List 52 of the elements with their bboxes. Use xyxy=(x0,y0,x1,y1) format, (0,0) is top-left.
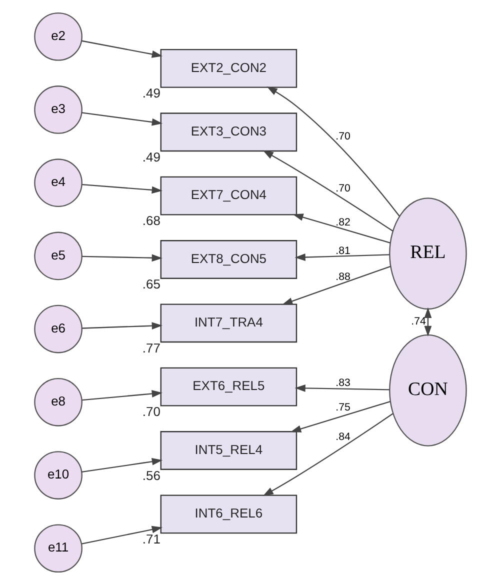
arrow xyxy=(424,307,432,337)
node-circle: e5 xyxy=(34,232,82,280)
arrow xyxy=(82,390,162,401)
node-box: INT7_TRA4 xyxy=(160,304,297,343)
node-box: EXT3_CON3 xyxy=(160,112,297,152)
node-circle: e2 xyxy=(34,12,82,61)
arrow xyxy=(81,458,162,473)
arrow xyxy=(290,401,390,432)
edge-label: .81 xyxy=(335,244,350,257)
node-circle: e3 xyxy=(34,86,82,134)
arrow xyxy=(81,40,162,58)
node-circle: e8 xyxy=(34,378,82,426)
edge-label: .74 xyxy=(410,316,426,328)
node-box: EXT6_REL5 xyxy=(160,367,297,406)
arrow xyxy=(294,254,389,261)
node-label: .49 xyxy=(142,86,160,101)
edge-label: .82 xyxy=(335,216,350,229)
node-circle: e11 xyxy=(34,524,82,573)
node-box: INT6_REL6 xyxy=(160,494,297,534)
arrow xyxy=(81,112,162,126)
arrow xyxy=(82,184,162,194)
arrow xyxy=(82,322,162,330)
node-label: .70 xyxy=(142,404,160,420)
node-box: EXT2_CON2 xyxy=(160,49,297,88)
node-label: .56 xyxy=(142,468,160,483)
node-ellipse: CON xyxy=(388,334,466,446)
edge-label: .83 xyxy=(335,376,350,389)
node-circle: e10 xyxy=(34,451,82,500)
node-label: .71 xyxy=(142,531,160,546)
edge-label: .84 xyxy=(335,431,350,444)
arrow xyxy=(81,526,162,544)
arrow xyxy=(294,384,389,392)
edge-label: .70 xyxy=(335,130,350,142)
arrow xyxy=(266,86,400,217)
arrow xyxy=(262,150,393,232)
node-label: .49 xyxy=(142,149,160,164)
node-label: .65 xyxy=(142,276,160,292)
arrow xyxy=(82,254,162,262)
node-box: EXT8_CON5 xyxy=(160,240,297,279)
node-box: INT5_REL4 xyxy=(160,431,297,470)
edge-label: .75 xyxy=(335,402,350,414)
arrow xyxy=(292,214,390,244)
node-circle: e6 xyxy=(34,304,82,354)
edge-label: .70 xyxy=(335,182,350,194)
node-circle: e4 xyxy=(34,158,82,207)
arrow xyxy=(262,413,393,496)
edge-label: .88 xyxy=(335,270,350,283)
node-box: EXT7_CON4 xyxy=(160,176,297,216)
node-label: .68 xyxy=(142,213,160,228)
node-label: .77 xyxy=(142,340,160,356)
arrow xyxy=(281,266,390,305)
node-ellipse: REL xyxy=(388,198,466,310)
